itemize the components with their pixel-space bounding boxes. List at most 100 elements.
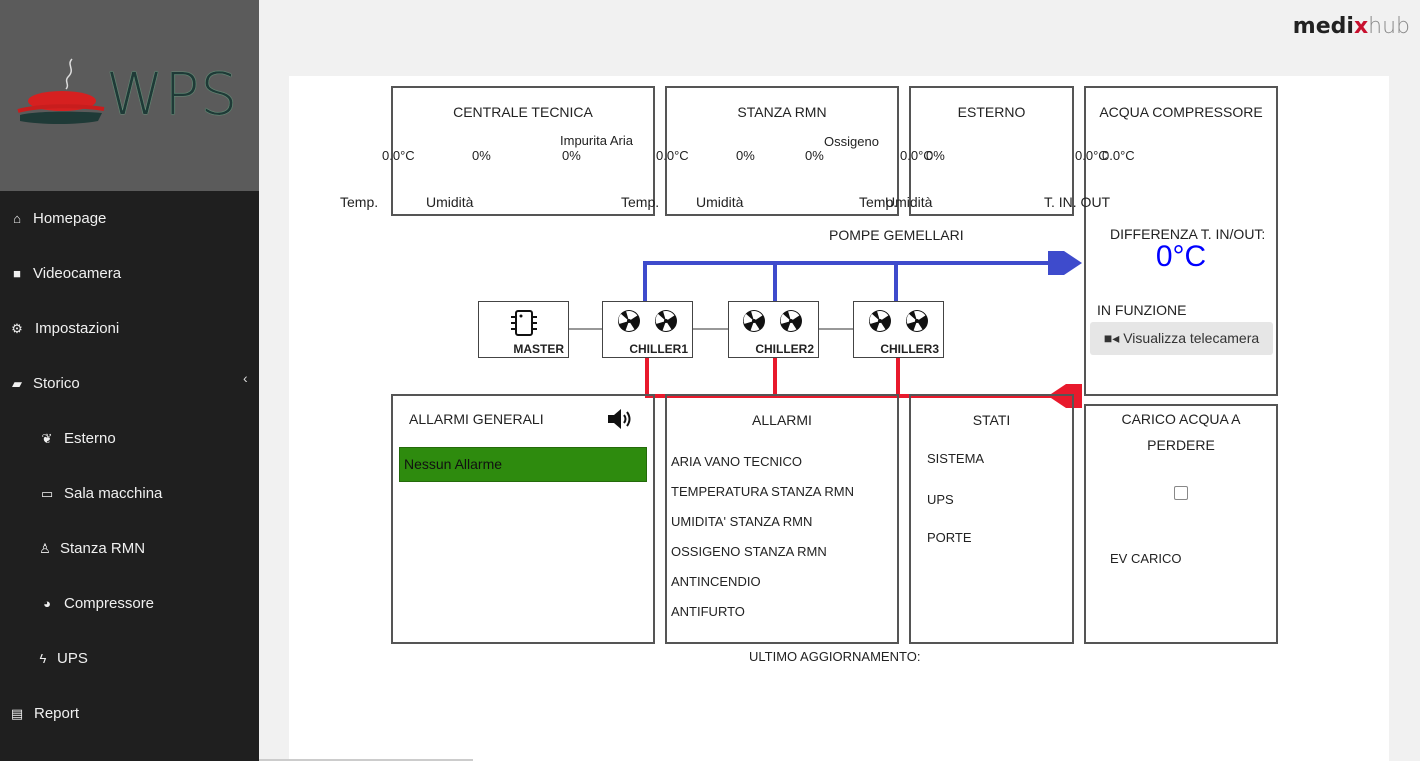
sidebar-item-compressore[interactable]: ◕ Compressore xyxy=(0,584,259,624)
user-md-icon: ♙ xyxy=(39,541,51,556)
sidebar-item-storico[interactable]: ▰ Storico ‹ xyxy=(0,364,259,404)
main-content xyxy=(289,76,1389,761)
video-camera-icon: ■ xyxy=(13,266,21,281)
acqua-label: T. IN. OUT xyxy=(1044,194,1111,210)
fan-icon xyxy=(906,310,928,332)
alarm-item: ANTINCENDIO xyxy=(671,574,761,589)
home-icon: ⌂ xyxy=(13,211,21,226)
brand-part1: medi xyxy=(1292,14,1354,39)
centrale-temp-value: 0.0°C xyxy=(382,148,415,163)
fan-icon xyxy=(869,310,891,332)
esterno-temp-value: 0.0°C xyxy=(900,148,933,163)
brand-part3: hub xyxy=(1368,14,1410,39)
panel-esterno: ESTERNO xyxy=(909,86,1074,216)
stanza-oxy-value: 0% xyxy=(805,148,824,163)
stanza-temp-value: 0.0°C xyxy=(656,148,689,163)
centrale-air-label: Impurita Aria xyxy=(560,133,633,148)
operating-status: IN FUNZIONE xyxy=(1097,302,1187,318)
logo-text: WPS xyxy=(106,60,239,128)
stanza-hum-label: Umidità xyxy=(696,194,744,210)
sidebar-item-impostazioni[interactable]: ⚙ Impostazioni xyxy=(0,309,259,349)
fan-icon xyxy=(618,310,640,332)
chiller-label: CHILLER3 xyxy=(880,342,939,356)
differenza-value: 0°C xyxy=(1155,240,1207,273)
diagram-title: POMPE GEMELLARI xyxy=(829,227,964,243)
allarmi-generali-title: ALLARMI GENERALI xyxy=(409,411,544,427)
esterno-temp-label: Temp. xyxy=(859,194,898,210)
fan-icon xyxy=(655,310,677,332)
sidebar-item-label: Videocamera xyxy=(33,265,122,282)
chip-icon xyxy=(511,310,537,336)
stanza-hum-value: 0% xyxy=(736,148,755,163)
sidebar-item-label: Esterno xyxy=(64,430,116,447)
book-icon: ▰ xyxy=(12,376,22,391)
state-item: SISTEMA xyxy=(927,451,985,466)
last-update-label: ULTIMO AGGIORNAMENTO: xyxy=(749,649,921,664)
video-camera-icon: ■◂ xyxy=(1103,330,1120,346)
panel-carico-acqua: CARICO ACQUA A PERDERE xyxy=(1084,404,1278,644)
stanza-oxy-label: Ossigeno xyxy=(824,134,879,149)
panel-title: ACQUA COMPRESSORE xyxy=(1099,104,1263,120)
archive-icon: ▤ xyxy=(10,706,24,721)
sidebar-item-label: Homepage xyxy=(33,210,107,227)
chiller-node-2[interactable]: CHILLER2 xyxy=(728,301,819,358)
sidebar-item-label: Impostazioni xyxy=(35,320,120,337)
fan-icon xyxy=(780,310,802,332)
sidebar-item-label: UPS xyxy=(57,650,88,667)
sidebar-item-sala-macchina[interactable]: ▭ Sala macchina xyxy=(0,474,259,514)
carico-checkbox[interactable] xyxy=(1174,486,1188,500)
esterno-hum-value: 0% xyxy=(926,148,945,163)
speaker-icon[interactable] xyxy=(606,407,634,431)
divider xyxy=(259,759,473,761)
sidebar: WPS ⌂ Homepage ■ Videocamera ⚙ Impostazi… xyxy=(0,0,259,761)
dashboard-icon: ◕ xyxy=(43,596,51,611)
panel-title: ALLARMI xyxy=(752,412,812,428)
centrale-hum-value: 0% xyxy=(472,148,491,163)
sidebar-item-report[interactable]: ▤ Report xyxy=(0,694,259,734)
logo-area: WPS xyxy=(0,0,259,191)
alarm-item: OSSIGENO STANZA RMN xyxy=(671,544,827,559)
leaf-icon: ❦ xyxy=(41,431,53,446)
stanza-temp-label: Temp. xyxy=(621,194,660,210)
state-item: UPS xyxy=(927,492,954,507)
brand-part2: x xyxy=(1353,14,1369,39)
panel-title: ESTERNO xyxy=(957,104,1026,120)
centrale-hum-label: Umidità xyxy=(426,194,474,210)
sidebar-item-label: Report xyxy=(34,705,80,722)
chevron-left-icon[interactable]: ‹ xyxy=(243,370,248,386)
view-camera-button[interactable]: ■◂ Visualizza telecamera xyxy=(1090,322,1273,355)
view-camera-label: Visualizza telecamera xyxy=(1123,330,1260,346)
sidebar-item-stanza-rmn[interactable]: ♙ Stanza RMN xyxy=(0,529,259,569)
cold-arrow-icon xyxy=(1048,251,1082,275)
sidebar-item-homepage[interactable]: ⌂ Homepage xyxy=(0,199,259,239)
no-alarm-badge: Nessun Allarme xyxy=(399,447,647,482)
panel-stati: STATI xyxy=(909,394,1074,644)
esterno-hum-label: Umidità xyxy=(885,194,933,210)
sidebar-item-label: Compressore xyxy=(64,595,155,612)
fan-icon xyxy=(743,310,765,332)
ev-carico-label: EV CARICO xyxy=(1110,551,1182,566)
chiller-label: CHILLER2 xyxy=(755,342,814,356)
panel-title: CARICO ACQUA A xyxy=(1121,411,1241,427)
sidebar-item-label: Stanza RMN xyxy=(60,540,146,557)
chiller-node-1[interactable]: CHILLER1 xyxy=(602,301,693,358)
sidebar-item-ups[interactable]: ϟ UPS xyxy=(0,639,259,679)
sidebar-item-videocamera[interactable]: ■ Videocamera xyxy=(0,254,259,294)
brand-logo: medixhub xyxy=(1293,14,1410,39)
panel-title-line2: PERDERE xyxy=(1147,437,1215,453)
master-label: MASTER xyxy=(513,342,564,356)
panel-centrale-tecnica: CENTRALE TECNICA xyxy=(391,86,655,216)
top-bar: medixhub xyxy=(259,0,1420,76)
acqua-out-value: 0.0°C xyxy=(1102,148,1135,163)
logo-icon xyxy=(17,58,105,124)
panel-title: STANZA RMN xyxy=(737,104,827,120)
bolt-icon: ϟ xyxy=(39,651,47,666)
sidebar-item-label: Storico xyxy=(33,375,80,392)
sidebar-item-esterno[interactable]: ❦ Esterno xyxy=(0,419,259,459)
master-node[interactable]: MASTER xyxy=(478,301,569,358)
alarm-item: UMIDITA' STANZA RMN xyxy=(671,514,813,529)
centrale-air-value: 0% xyxy=(562,148,581,163)
chiller-node-3[interactable]: CHILLER3 xyxy=(853,301,944,358)
acqua-in-value: 0.0°C xyxy=(1075,148,1108,163)
